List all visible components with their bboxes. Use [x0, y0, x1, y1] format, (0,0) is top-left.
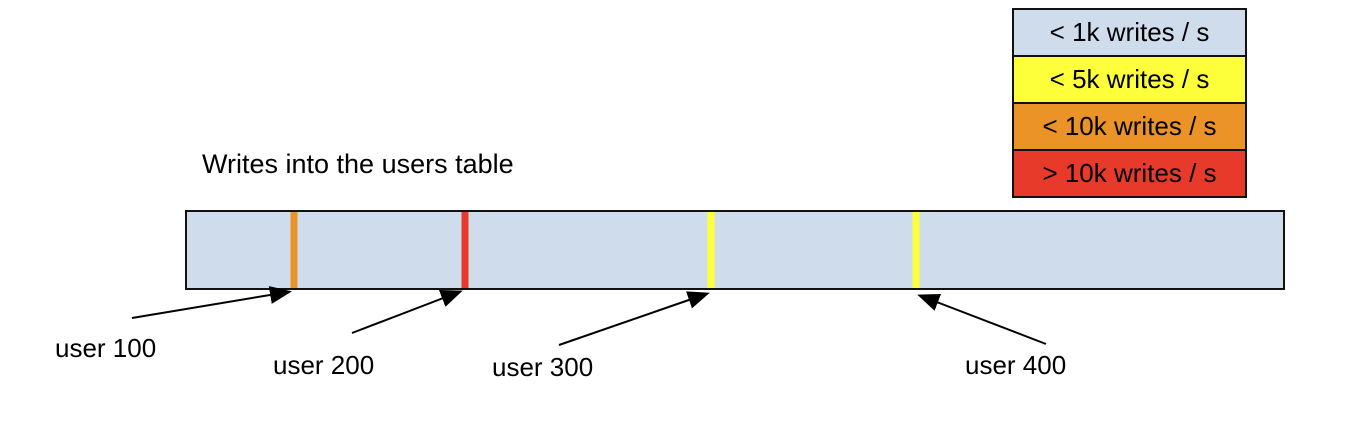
arrow-user-100 [131, 286, 292, 319]
callout-label-user-200: user 200 [273, 350, 375, 380]
legend-item-lt-10k: < 10k writes / s [1014, 104, 1245, 151]
legend-item-label: > 10k writes / s [1042, 158, 1217, 188]
legend-item-gt-10k: > 10k writes / s [1014, 151, 1245, 196]
arrow-user-300 [558, 291, 710, 346]
legend-item-lt-5k: < 5k writes / s [1014, 57, 1245, 104]
marker-user-200 [461, 212, 469, 288]
legend-item-label: < 5k writes / s [1049, 64, 1210, 94]
users-table-bar [185, 210, 1285, 290]
legend-item-label: < 1k writes / s [1049, 17, 1210, 47]
legend-item-lt-1k: < 1k writes / s [1014, 10, 1245, 57]
marker-user-100 [290, 212, 298, 288]
marker-user-400 [912, 212, 920, 288]
arrow-user-400 [917, 294, 1047, 345]
marker-user-300 [707, 212, 715, 288]
arrow-user-200 [351, 290, 463, 334]
callout-label-user-300: user 300 [492, 352, 594, 382]
callout-label-user-400: user 400 [965, 350, 1067, 380]
legend-item-label: < 10k writes / s [1042, 111, 1217, 141]
diagram-title: Writes into the users table [202, 149, 514, 179]
legend: < 1k writes / s < 5k writes / s < 10k wr… [1012, 8, 1247, 198]
callout-label-user-100: user 100 [55, 333, 157, 363]
